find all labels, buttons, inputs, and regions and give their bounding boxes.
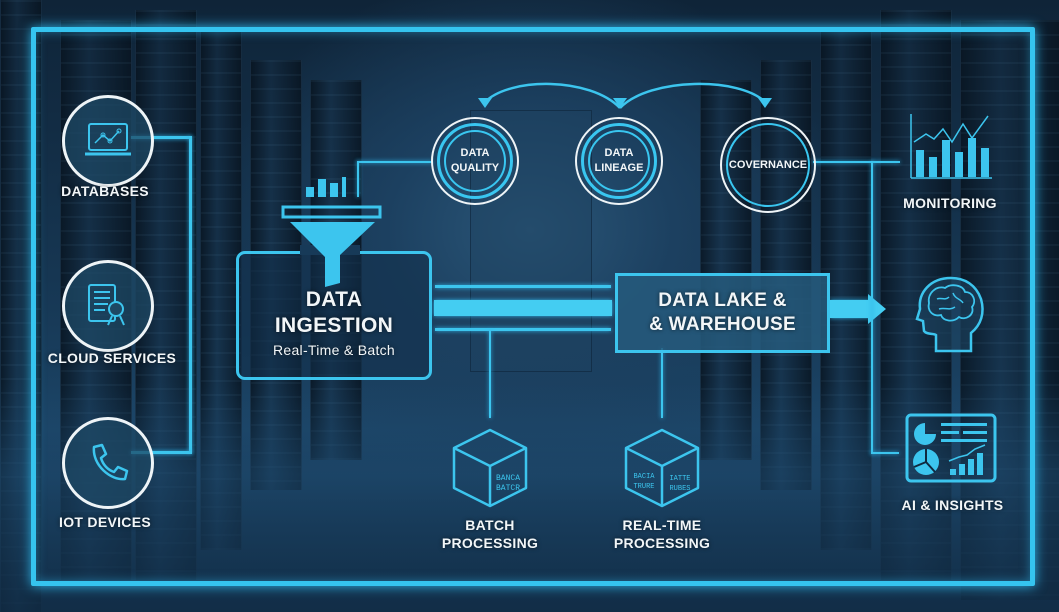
ring-label-line1: COVERNANCE [728,158,808,171]
processing-label-line1: REAL-TIME [622,517,702,533]
storage-title-line1: DATA LAKE & [658,290,787,311]
floor [0,382,1059,612]
source-label-cloud-services: CLOUD SERVICES [47,350,177,366]
ingestion-subtitle: Real-Time & Batch [272,342,396,358]
connector [871,161,873,454]
data-lineage-ring: DATA LINEAGE [575,117,663,205]
funnel-icon [281,177,382,287]
processing-label-line2: PROCESSING [441,535,539,551]
pipeline-line [435,285,611,288]
connector [131,136,191,139]
connector [489,330,491,418]
ring-label-line2: LINEAGE [594,162,644,174]
processing-label-line2: PROCESSING [613,535,711,551]
output-arrow-shaft [830,300,870,318]
cloud-services-node [62,260,154,352]
databases-node [62,95,154,187]
pipeline-line [435,328,611,331]
ingestion-title-line1: DATA [305,288,363,311]
data-quality-ring: DATA QUALITY [431,117,519,205]
brain-head-icon [915,276,984,353]
connector [357,161,359,197]
ring-label-line2: QUALITY [450,162,500,174]
connector [661,348,663,418]
outer-frame [31,27,1035,586]
governance-arcs [478,82,772,109]
cube-text: TRURE [633,483,654,491]
cube-text: BACIA [633,473,655,481]
connector [871,452,899,454]
batch-cube-icon: BANCA BATCR [452,428,528,508]
data-lake-warehouse-box [615,273,830,353]
processing-label-line1: BATCH [465,517,515,533]
ring-label-line1: DATA [460,147,490,159]
source-label-databases: DATABASES [61,183,149,199]
laptop-chart-icon [85,123,131,156]
output-label-monitoring: MONITORING [903,195,997,211]
output-label-ai-insights: AI & INSIGHTS [901,497,1004,513]
governance-ring: COVERNANCE [720,117,816,213]
connector [813,161,900,163]
cube-text: RUBES [669,485,690,493]
iot-devices-node [62,417,154,509]
ingestion-title-line2: INGESTION [274,314,394,337]
connector [131,451,192,454]
dashboard-icon [905,413,997,483]
document-search-icon [88,284,125,326]
server-rack [960,20,1059,600]
phone-icon [92,443,129,481]
bar-line-chart-icon [910,114,992,179]
cube-text: BATCR [496,484,520,493]
cube-text: IATTE [669,475,690,483]
ring-label-line1: DATA [604,147,634,159]
connector [189,136,192,453]
connector [357,161,433,163]
cube-text: BANCA [496,474,520,483]
realtime-cube-icon: BACIA TRURE IATTE RUBES [624,428,700,508]
pipeline-bar [434,300,612,316]
source-label-iot-devices: IOT DEVICES [59,514,151,530]
storage-title-line2: & WAREHOUSE [649,314,796,335]
